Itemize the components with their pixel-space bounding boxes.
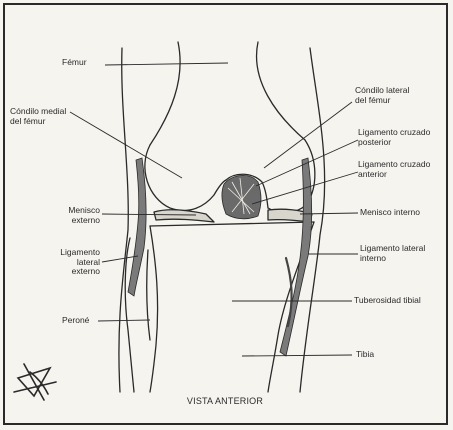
- label-lateral-ligament-internal: Ligamento lateral interno: [360, 244, 425, 263]
- label-fibula: Peroné: [62, 316, 89, 326]
- leader-lateral-ligament-external: [102, 256, 138, 262]
- label-internal-meniscus: Menisco interno: [360, 208, 420, 218]
- figure-caption: VISTA ANTERIOR: [150, 397, 300, 407]
- femur-right-outline: [257, 42, 305, 140]
- label-medial-condyle: Cóndilo medial del fémur: [10, 107, 66, 126]
- leader-medial-condyle: [70, 112, 182, 178]
- label-lateral-ligament-external: Ligamento lateral externo: [38, 248, 100, 277]
- label-external-meniscus: Menisco externo: [40, 206, 100, 225]
- label-femur: Fémur: [62, 58, 87, 68]
- outer-contour-left: [119, 48, 128, 392]
- label-anterior-cruciate: Ligamento cruzado anterior: [358, 160, 430, 179]
- leader-fibula: [98, 320, 150, 321]
- cruciate-ligament-bundle: [222, 175, 261, 218]
- lateral-ligament-external-strip: [128, 158, 146, 296]
- fibula-outline-inner: [147, 250, 150, 340]
- medial-condyle-outline: [145, 145, 226, 210]
- leader-tibia: [242, 355, 352, 356]
- label-tibia: Tibia: [356, 350, 374, 360]
- external-meniscus-shape: [154, 210, 214, 222]
- publisher-mark: [14, 364, 56, 400]
- label-lateral-condyle: Cóndilo lateral del fémur: [355, 86, 409, 105]
- label-posterior-cruciate: Ligamento cruzado posterior: [358, 128, 430, 147]
- label-tibial-tuberosity: Tuberosidad tibial: [354, 296, 421, 306]
- fibula-outline-outer: [125, 238, 134, 392]
- tibia-left-outline: [150, 226, 158, 392]
- tibial-plateau: [150, 222, 314, 226]
- leader-femur: [105, 63, 228, 65]
- femur-left-outline: [150, 42, 180, 145]
